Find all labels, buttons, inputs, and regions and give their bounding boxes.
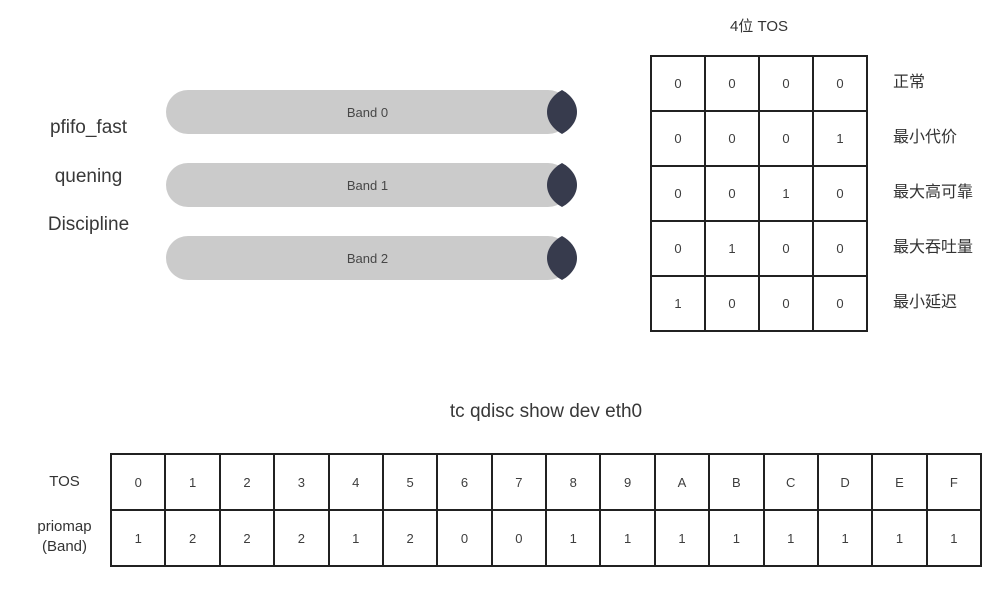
pipe-body (166, 90, 570, 134)
tos-row-label-min-delay: 最小延迟 (893, 294, 958, 311)
tos-bit-cell: 1 (650, 275, 706, 332)
tos-bits-row: 0 1 0 0 (650, 220, 868, 277)
priomap-value-cell: 0 (490, 509, 548, 567)
caption-discipline: Discipline (47, 214, 130, 235)
priomap-tos-row: 0 1 2 3 4 5 6 7 8 9 A B C D E F (109, 453, 983, 511)
priomap-value-cell: 1 (327, 509, 384, 567)
tos-row-label-min-cost: 最小代价 (893, 129, 958, 146)
priomap-row-label-line2: (Band) (41, 538, 88, 555)
tos-bit-cell: 0 (704, 275, 760, 332)
tos-bit-cell: 1 (812, 110, 868, 167)
tos-bits-row: 0 0 0 1 (650, 110, 868, 167)
priomap-value-cell: 1 (599, 509, 656, 567)
tos-table-title: 4位 TOS (729, 18, 789, 35)
tos-bits-table: 0 0 0 0 0 0 0 1 0 0 1 0 0 1 0 0 1 0 0 0 (650, 55, 868, 332)
tos-bits-row: 0 0 0 0 (650, 55, 868, 112)
tos-row-label-max-reliability: 最大高可靠 (893, 184, 974, 201)
band-1-pipe: Band 1 (165, 162, 578, 208)
tos-value-cell: B (708, 453, 765, 511)
tos-bits-row: 0 0 1 0 (650, 165, 868, 222)
tos-row-label-normal: 正常 (893, 74, 926, 91)
priomap-row-label-priomap: priomap (Band) (12, 517, 117, 557)
tos-bit-cell: 1 (758, 165, 814, 222)
tos-value-cell: C (762, 453, 819, 511)
tos-value-cell: 2 (218, 453, 276, 511)
tos-bits-row: 1 0 0 0 (650, 275, 868, 332)
pipe-end-cap (547, 163, 577, 207)
tos-bit-cell: 0 (758, 55, 814, 112)
tos-value-cell: D (816, 453, 874, 511)
priomap-value-cell: 1 (708, 509, 765, 567)
priomap-value-cell: 1 (653, 509, 711, 567)
tos-bit-cell: 0 (812, 275, 868, 332)
priomap-table-title: tc qdisc show dev eth0 (449, 401, 643, 422)
priomap-band-row: 1 2 2 2 1 2 0 0 1 1 1 1 1 1 1 1 (109, 509, 983, 567)
pipe-end-cap (547, 236, 577, 280)
band-0-label: Band 0 (346, 104, 389, 120)
priomap-value-cell: 1 (871, 509, 928, 567)
tos-bit-cell: 0 (704, 55, 760, 112)
tos-bit-cell: 0 (758, 110, 814, 167)
priomap-value-cell: 0 (436, 509, 493, 567)
tos-value-cell: 5 (381, 453, 439, 511)
tos-value-cell: 9 (599, 453, 656, 511)
priomap-row-label-tos: TOS (49, 473, 80, 490)
tos-value-cell: 1 (164, 453, 221, 511)
priomap-row-label-line1: priomap (37, 518, 92, 535)
tos-value-cell: 8 (544, 453, 602, 511)
tos-bit-cell: 0 (650, 55, 706, 112)
priomap-value-cell: 1 (925, 509, 983, 567)
tos-value-cell: F (925, 453, 983, 511)
tos-value-cell: A (653, 453, 711, 511)
caption-pfifo-fast: pfifo_fast (49, 117, 128, 138)
tos-value-cell: 3 (273, 453, 330, 511)
tos-bit-cell: 0 (812, 55, 868, 112)
tos-row-label-max-throughput: 最大吞吐量 (893, 239, 974, 256)
tos-value-cell: 6 (436, 453, 493, 511)
tos-bit-cell: 0 (650, 165, 706, 222)
priomap-value-cell: 2 (218, 509, 276, 567)
priomap-value-cell: 1 (109, 509, 167, 567)
pipe-shape (166, 90, 577, 134)
band-2-pipe: Band 2 (165, 235, 578, 281)
tos-bit-cell: 0 (704, 110, 760, 167)
pipe-body (166, 163, 570, 207)
priomap-value-cell: 2 (164, 509, 221, 567)
tos-value-cell: E (871, 453, 928, 511)
priomap-table: 0 1 2 3 4 5 6 7 8 9 A B C D E F 1 2 2 2 … (109, 453, 983, 567)
pipe-shape (166, 163, 577, 207)
tos-bit-cell: 0 (812, 220, 868, 277)
caption-quening: quening (54, 166, 123, 187)
tos-bit-cell: 0 (758, 220, 814, 277)
tos-value-cell: 7 (490, 453, 548, 511)
priomap-value-cell: 1 (762, 509, 819, 567)
tos-value-cell: 4 (327, 453, 384, 511)
tos-value-cell: 0 (109, 453, 167, 511)
pipe-end-cap (547, 90, 577, 134)
tos-bit-cell: 1 (704, 220, 760, 277)
tos-bit-cell: 0 (758, 275, 814, 332)
tos-bit-cell: 0 (650, 220, 706, 277)
band-2-label: Band 2 (346, 250, 389, 266)
band-0-pipe: Band 0 (165, 89, 578, 135)
tos-bit-cell: 0 (812, 165, 868, 222)
priomap-value-cell: 2 (273, 509, 330, 567)
tos-bit-cell: 0 (650, 110, 706, 167)
priomap-value-cell: 1 (544, 509, 602, 567)
pipe-shape (166, 236, 577, 280)
tos-bit-cell: 0 (704, 165, 760, 222)
band-1-label: Band 1 (346, 177, 389, 193)
priomap-value-cell: 2 (381, 509, 439, 567)
pipe-body (166, 236, 570, 280)
priomap-value-cell: 1 (816, 509, 874, 567)
